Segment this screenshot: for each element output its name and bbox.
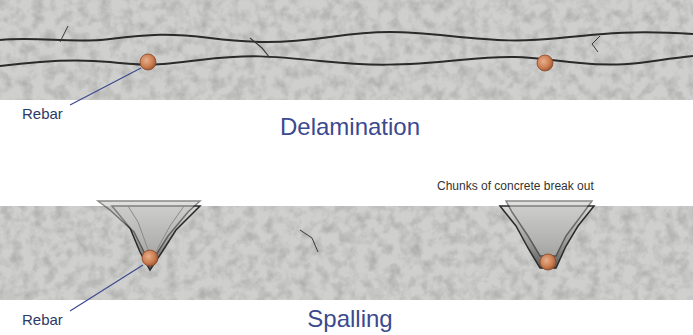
spalling-slab	[0, 201, 693, 311]
panel-heading: Delamination	[280, 114, 420, 140]
part-label: Rebar	[22, 312, 63, 329]
callout-note: Chunks of concrete break out	[437, 180, 594, 193]
part-label: Rebar	[22, 106, 63, 123]
delamination-slab	[0, 0, 693, 105]
panel-heading: Spalling	[307, 306, 392, 332]
